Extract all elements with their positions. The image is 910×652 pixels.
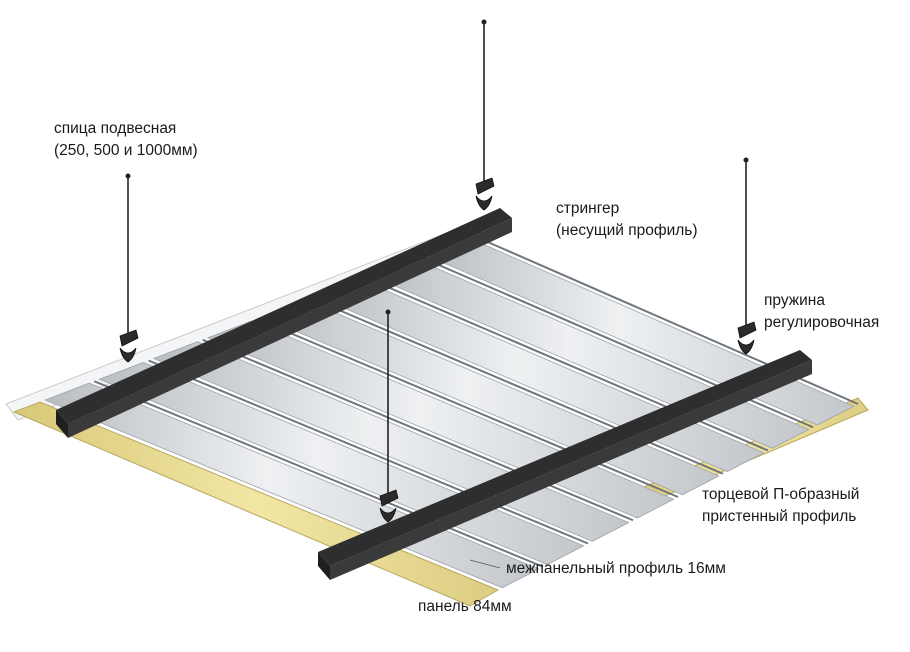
interpanel-profile bbox=[148, 359, 589, 545]
interpanel-profile bbox=[365, 276, 769, 452]
rod-cap bbox=[125, 173, 131, 179]
ceiling-panels bbox=[44, 235, 859, 589]
stringer-front bbox=[318, 350, 812, 580]
label-stringer: стрингер (несущий профиль) bbox=[556, 198, 698, 242]
interpanel-profile bbox=[93, 380, 544, 568]
rod-cap bbox=[481, 19, 487, 25]
interpanel-profile bbox=[256, 318, 679, 498]
label-end-profile: торцевой П-образный пристенный профиль bbox=[702, 484, 859, 528]
label-rod-line1: спица подвесная bbox=[54, 120, 177, 137]
stringer-back bbox=[56, 208, 512, 438]
label-stringer-line1: стрингер bbox=[556, 200, 620, 217]
interpanel-profile bbox=[310, 297, 724, 475]
label-rod: спица подвесная (250, 500 и 1000мм) bbox=[54, 118, 198, 162]
spring-clip bbox=[737, 321, 757, 355]
label-panel: панель 84мм bbox=[418, 596, 512, 618]
rod-cap bbox=[743, 157, 749, 163]
label-end-profile-line1: торцевой П-образный bbox=[702, 486, 860, 503]
label-interpanel-line1: межпанельный профиль 16мм bbox=[506, 560, 726, 577]
label-spring: пружина регулировочная bbox=[764, 290, 879, 334]
interpanel-profile bbox=[202, 338, 634, 522]
label-end-profile-line2: пристенный профиль bbox=[702, 508, 857, 525]
label-panel-line1: панель 84мм bbox=[418, 598, 512, 615]
spring-clip bbox=[119, 329, 139, 363]
spring-clip bbox=[379, 489, 399, 523]
label-interpanel: межпанельный профиль 16мм bbox=[506, 558, 726, 580]
spring-clip bbox=[475, 177, 495, 211]
label-spring-line2: регулировочная bbox=[764, 314, 880, 331]
label-stringer-line2: (несущий профиль) bbox=[556, 222, 698, 239]
label-rod-line2: (250, 500 и 1000мм) bbox=[54, 142, 198, 159]
label-spring-line1: пружина bbox=[764, 292, 825, 309]
leader-interpanel bbox=[469, 559, 501, 569]
suspension-rods bbox=[119, 19, 757, 523]
rod-cap bbox=[385, 309, 391, 315]
